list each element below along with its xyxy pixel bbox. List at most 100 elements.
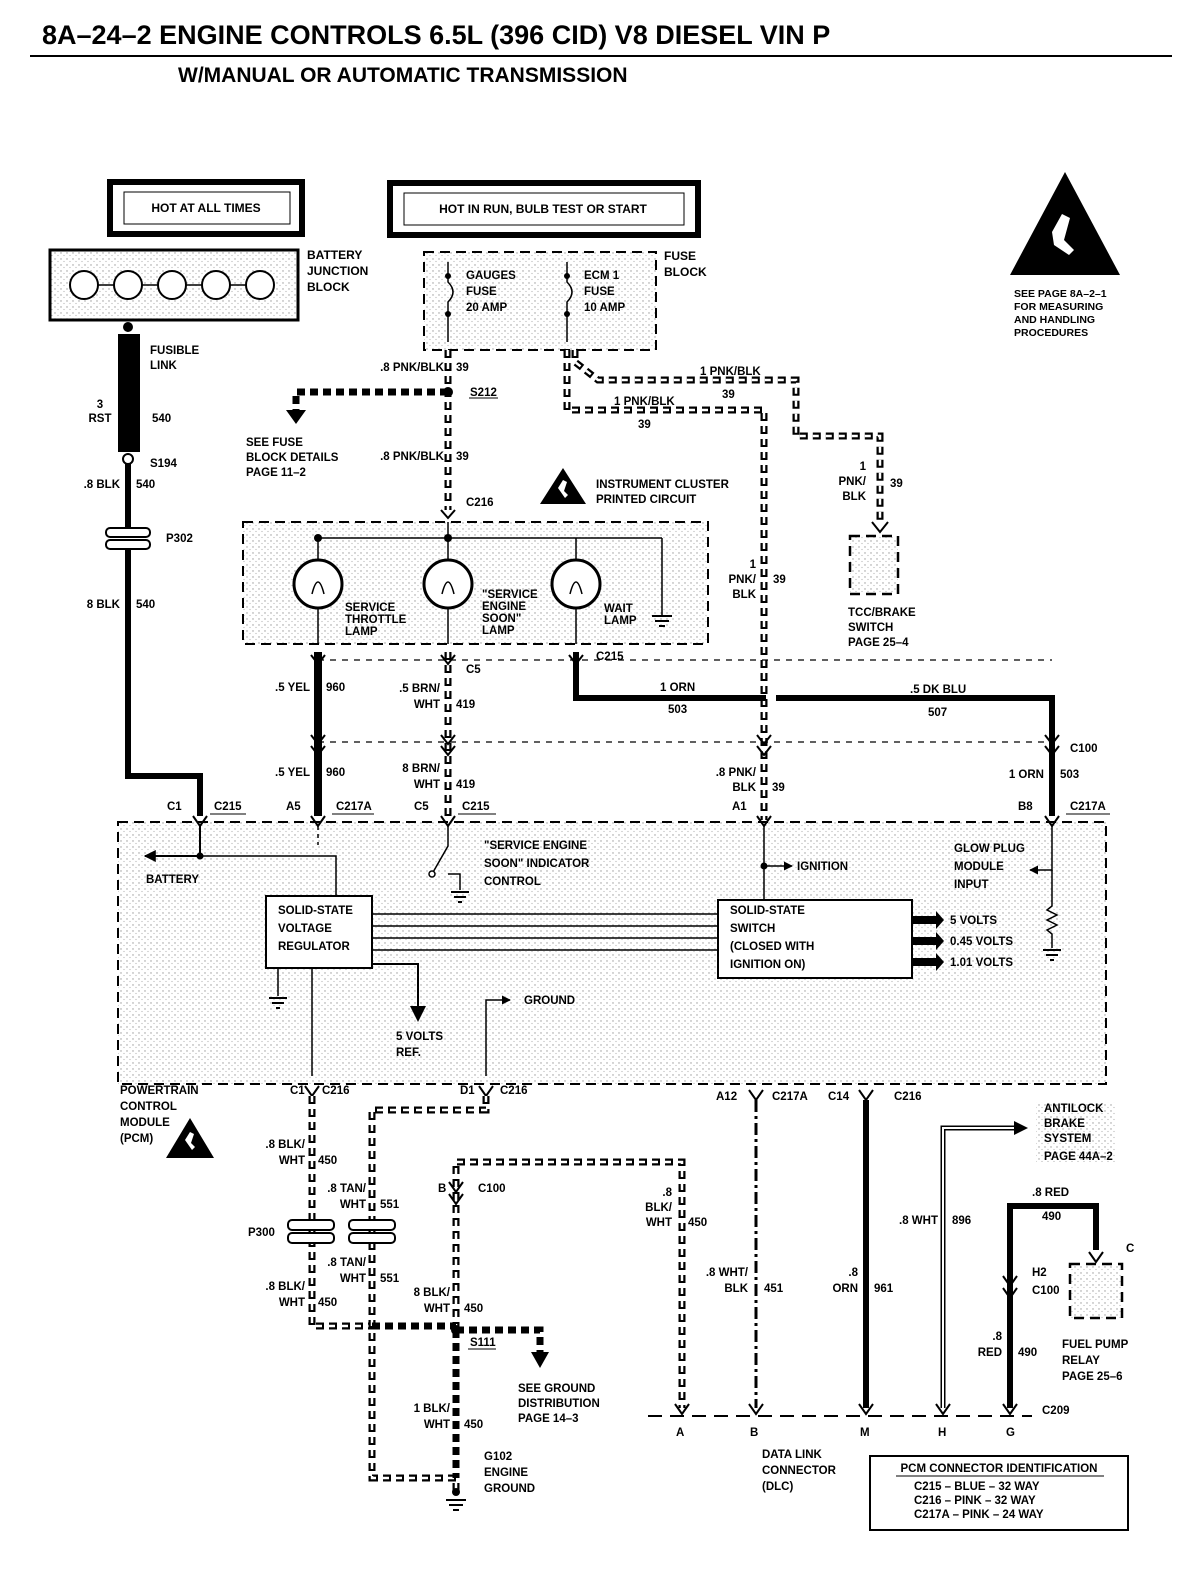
- blkwht-2-circuit: 450: [318, 1297, 337, 1309]
- blkwht-2-b: WHT: [279, 1297, 305, 1309]
- pcm-label-4: (PCM): [120, 1133, 153, 1145]
- c217a-a-label: C217A: [336, 801, 372, 813]
- pnk-a1-circuit: 39: [772, 782, 785, 794]
- wait-lamp-label-2: LAMP: [604, 615, 637, 627]
- a12-label: A12: [716, 1091, 737, 1103]
- see-ground-note-1: SEE GROUND: [518, 1383, 595, 1395]
- ses-control-label-3: CONTROL: [484, 876, 541, 888]
- whtblk-a: .8 WHT/: [706, 1267, 749, 1279]
- v5-label: 5 VOLTS: [950, 915, 997, 927]
- switch-label-1: SOLID-STATE: [730, 905, 805, 917]
- see-ground-note-3: PAGE 14–3: [518, 1413, 579, 1425]
- regulator-ground-icon: [269, 997, 287, 1009]
- tcc-label-2: SWITCH: [848, 622, 893, 634]
- pcm-label-2: CONTROL: [120, 1101, 177, 1113]
- h2-label: H2: [1032, 1267, 1047, 1279]
- c216-bot3-label: C216: [894, 1091, 922, 1103]
- engine-ground-label-2: ENGINE: [484, 1467, 528, 1479]
- blkwht-4-b: BLK/: [645, 1202, 673, 1214]
- fuel-pump-label-3: PAGE 25–6: [1062, 1371, 1123, 1383]
- abs-arrow-icon: [1014, 1121, 1028, 1135]
- tcc-connector: [871, 521, 889, 534]
- pcm-label-1: POWERTRAIN: [120, 1085, 199, 1097]
- connector-id-row-1: C215 – BLUE – 32 WAY: [914, 1481, 1040, 1493]
- gauges-fuse-label-2: FUSE: [466, 286, 497, 298]
- esd-pcm-icon: [166, 1118, 214, 1158]
- connector-id-row-3: C217A – PINK – 24 WAY: [914, 1509, 1044, 1521]
- regulator-label-2: VOLTAGE: [278, 923, 332, 935]
- fuel-pump-relay: [1068, 1262, 1124, 1320]
- c100-h2-label: C100: [1032, 1285, 1060, 1297]
- wire-540-a-color: .8 BLK: [84, 479, 121, 491]
- dlc-label-2: CONNECTOR: [762, 1465, 837, 1477]
- glow-plug-label-2: MODULE: [954, 861, 1004, 873]
- connector-id-row-2: C216 – PINK – 32 WAY: [914, 1495, 1036, 1507]
- c5-top-label: C5: [466, 664, 481, 676]
- abs-label-4: PAGE 44A–2: [1044, 1151, 1113, 1163]
- fuse-block-label-2: BLOCK: [664, 265, 707, 279]
- abs-label-3: SYSTEM: [1044, 1133, 1091, 1145]
- brn-top-circuit: 419: [456, 699, 475, 711]
- wire-540-a-circuit: 540: [136, 479, 155, 491]
- ref-label-1: 5 VOLTS: [396, 1031, 443, 1043]
- pnk-mid-circuit: 39: [638, 419, 651, 431]
- wire-450-ground-dist: [456, 1326, 544, 1352]
- red-top-circuit: 490: [1042, 1211, 1061, 1223]
- glow-ground-icon: [1043, 949, 1061, 961]
- instrument-cluster-box: SERVICE THROTTLE LAMP "SERVICE ENGINE SO…: [242, 521, 709, 645]
- tanwht-2-a: .8 TAN/: [327, 1257, 367, 1269]
- c215-b-label: C215: [462, 801, 490, 813]
- wire-896: [940, 1125, 1016, 1408]
- page-subtitle: W/MANUAL OR AUTOMATIC TRANSMISSION: [178, 64, 628, 87]
- esd-warning-icon: [1010, 172, 1120, 275]
- v101-label: 1.01 VOLTS: [950, 957, 1013, 969]
- wht896-color: .8 WHT: [899, 1215, 938, 1227]
- pcm-module: BATTERY "SERVICE ENGINE SOON" INDICATOR …: [117, 815, 1107, 1085]
- blkwht-5-a: 1 BLK/: [414, 1403, 451, 1415]
- fusible-link: FUSIBLE LINK 3 RST 540: [89, 322, 200, 465]
- brn-top-b: WHT: [414, 699, 440, 711]
- blkwht-3-circuit: 450: [464, 1303, 483, 1315]
- c1-bot-label: C1: [290, 1085, 305, 1097]
- esd-note-3: AND HANDLING: [1014, 314, 1095, 326]
- service-throttle-label-3: LAMP: [345, 626, 378, 638]
- ses-control-label-1: "SERVICE ENGINE: [484, 840, 587, 852]
- ecm-fuse-symbol: [566, 262, 573, 342]
- pnk-tcc-circuit: 39: [890, 478, 903, 490]
- engine-ground-label-1: G102: [484, 1451, 512, 1463]
- gauges-fuse-label-1: GAUGES: [466, 270, 516, 282]
- pnk-tcc-c: BLK: [842, 491, 866, 503]
- esd-note-2: FOR MEASURING: [1014, 301, 1103, 313]
- ref-arrow-icon: [410, 1006, 426, 1022]
- instrument-cluster-label-1: INSTRUMENT CLUSTER: [596, 479, 730, 491]
- yel-top-circuit: 960: [326, 682, 345, 694]
- pnk-a1-b: BLK: [732, 782, 756, 794]
- wire-540-b-circuit: 540: [136, 599, 155, 611]
- tanwht-1-circuit: 551: [380, 1199, 400, 1211]
- bjb-label-1: BATTERY: [307, 248, 362, 262]
- yel-top-color: .5 YEL: [275, 682, 310, 694]
- relay-c-label: C: [1126, 1243, 1134, 1255]
- c100-b-label: C100: [478, 1183, 506, 1195]
- brn-bot-circuit: 419: [456, 779, 475, 791]
- yel-bot-circuit: 960: [326, 767, 345, 779]
- glow-plug-label-3: INPUT: [954, 879, 989, 891]
- pnk-tcc-a: 1: [860, 461, 867, 473]
- regulator-label-3: REGULATOR: [278, 941, 350, 953]
- p302-label: P302: [166, 533, 193, 545]
- esd-cluster-icon: [540, 468, 586, 504]
- blkwht-1-a: .8 BLK/: [265, 1139, 305, 1151]
- orn961-a: .8: [848, 1267, 858, 1279]
- fuse-block-label-1: FUSE: [664, 249, 696, 263]
- orn961-b: ORN: [832, 1283, 858, 1295]
- connector-id-title: PCM CONNECTOR IDENTIFICATION: [901, 1463, 1098, 1475]
- s111-label: S111: [470, 1337, 496, 1349]
- dkblu-color: .5 DK BLU: [910, 684, 966, 696]
- b-c100-label: B: [438, 1183, 446, 1195]
- c215-top-label: C215: [596, 651, 624, 663]
- pnk-mid-color: 1 PNK/BLK: [614, 396, 675, 408]
- ignition-label: IGNITION: [797, 861, 848, 873]
- fuel-pump-label-1: FUEL PUMP: [1062, 1339, 1129, 1351]
- wait-lamp-icon: [550, 558, 602, 610]
- arrow-down-icon: [286, 410, 306, 424]
